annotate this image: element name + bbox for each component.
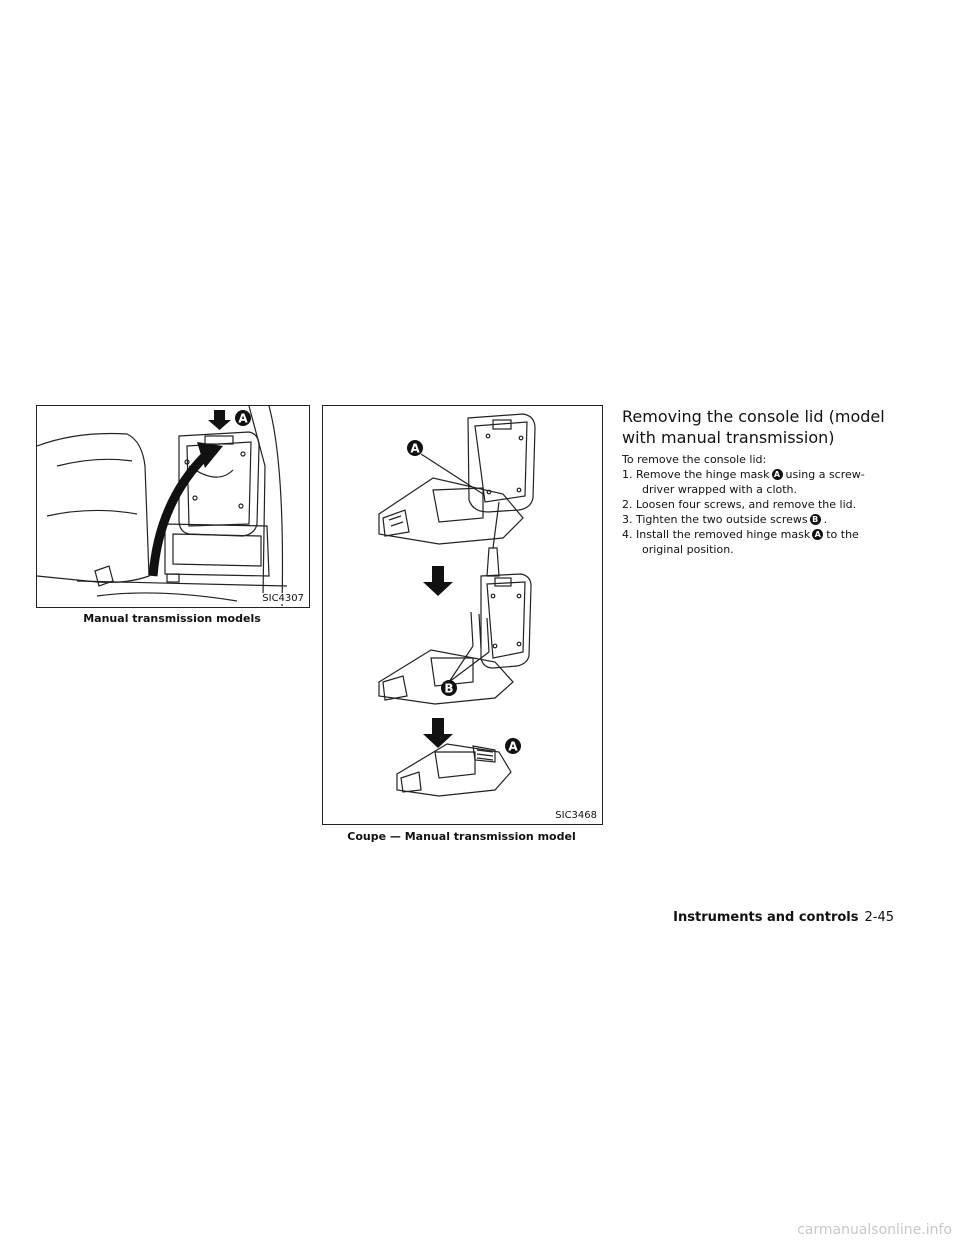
callout-b-label: B [444, 682, 453, 696]
step-text: . [823, 513, 828, 526]
step-text: Loosen four screws, and remove the lid. [636, 498, 857, 511]
section-title: Removing the console lid (model with man… [622, 407, 885, 447]
callout-b-badge: B [809, 514, 821, 525]
step-text: Install the removed hinge mask [636, 528, 811, 541]
step-continuation: driver wrapped with a cloth. [642, 483, 798, 496]
figure-code: SIC4307 [261, 593, 305, 604]
page-footer: Instruments and controls 2-45 [673, 910, 894, 925]
figure-manual-transmission-models: A SIC4307 [36, 405, 310, 608]
console-lid-removal-steps-illustration: A B A [378, 413, 536, 797]
footer-section-name: Instruments and controls [673, 910, 859, 925]
watermark: carmanualsonline.info [797, 1222, 952, 1238]
step-text: Tighten the two outside screws [636, 513, 808, 526]
figure-code: SIC3468 [554, 810, 598, 821]
step-number: 1. [622, 468, 633, 481]
step-text: using a screw- [785, 468, 865, 481]
callout-a-label-2: A [508, 740, 518, 754]
callout-a-label-1: A [410, 442, 420, 456]
figure-caption-left: Manual transmission models [83, 612, 261, 625]
step-text: to the [826, 528, 859, 541]
figure-caption-middle: Coupe — Manual transmission model [347, 830, 576, 843]
console-open-illustration: A [37, 406, 288, 607]
step-number: 4. [622, 528, 633, 541]
figure-coupe-manual-transmission: A B A SIC3468 [322, 405, 603, 825]
intro-text: To remove the console lid: [622, 453, 767, 466]
step-continuation: original position. [642, 543, 734, 556]
page-number: 2-45 [864, 910, 894, 925]
section-body: To remove the console lid: 1. Remove the… [622, 452, 898, 557]
callout-a-badge: A [812, 529, 824, 540]
callout-a-badge: A [771, 469, 783, 480]
step-text: Remove the hinge mask [636, 468, 770, 481]
step-2: 2. Loosen four screws, and remove the li… [622, 497, 898, 512]
step-number: 3. [622, 513, 633, 526]
callout-a-label: A [238, 412, 248, 426]
step-number: 2. [622, 498, 633, 511]
